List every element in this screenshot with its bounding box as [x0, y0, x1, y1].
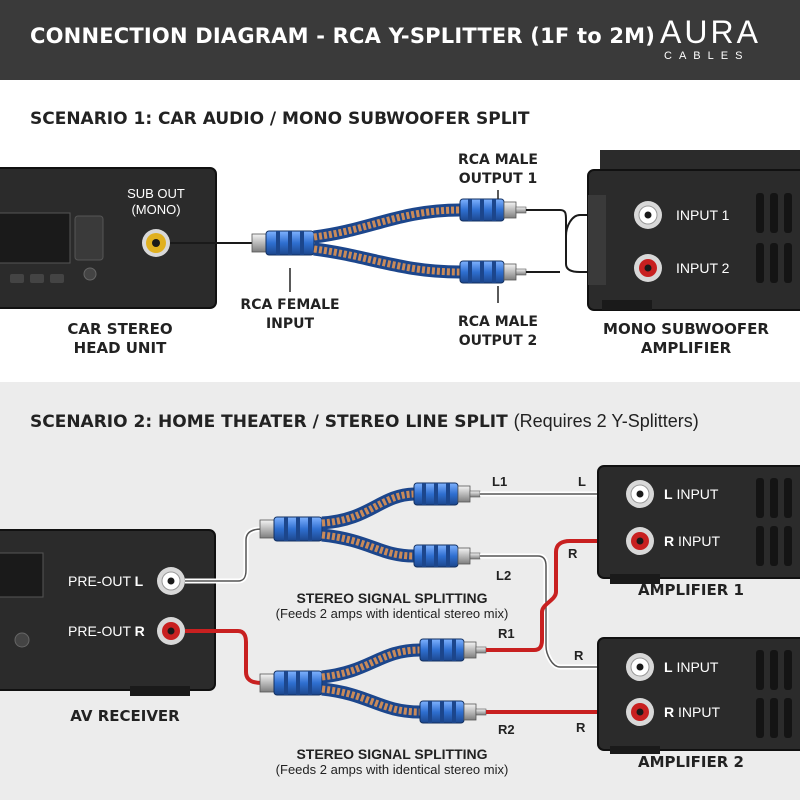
brand-logo-sub: CABLES	[664, 50, 750, 62]
split-bottom-caption-line2: (Feeds 2 amps with identical stereo mix)	[275, 762, 509, 777]
right-feed-wire	[185, 629, 263, 685]
scenario1-title: SCENARIO 1: CAR AUDIO / MONO SUBWOOFER S…	[30, 109, 530, 129]
amp1-l-text: INPUT	[676, 486, 719, 502]
pre-out-r-jack[interactable]	[157, 617, 185, 645]
amp-input2-label: INPUT 2	[676, 260, 730, 276]
head-unit-label-line2: HEAD UNIT	[73, 339, 167, 357]
amplifier-2	[597, 637, 800, 754]
head-unit-label-line1: CAR STEREO	[67, 320, 173, 338]
wire-label-r-mid: R	[574, 648, 584, 663]
rca-female-label-line2: INPUT	[265, 316, 315, 332]
amp-input2-jack[interactable]	[634, 254, 662, 282]
scenario2-title: SCENARIO 2: HOME THEATER / STEREO LINE S…	[30, 411, 699, 432]
scenario2-title-note: (Requires 2 Y-Splitters)	[513, 411, 699, 431]
y-splitter-right	[259, 638, 487, 724]
wire-label-r-amp2: R	[576, 720, 586, 735]
rca-male-1-label-line1: RCA MALE	[457, 152, 538, 168]
amp2-r-text: INPUT	[678, 704, 721, 720]
r1-wire	[486, 539, 640, 652]
output-r2-label: R2	[498, 722, 515, 737]
rca-male-1-label: RCA MALE OUTPUT 1	[438, 151, 558, 189]
left-feed-wire	[185, 528, 263, 582]
rca-male-2-label-line1: RCA MALE	[457, 314, 538, 330]
amp-input1-jack[interactable]	[634, 201, 662, 229]
amp2-l-text: INPUT	[676, 659, 719, 675]
mono-sub-amp-label-line1: MONO SUBWOOFER	[603, 320, 769, 338]
output-r1-label: R1	[498, 626, 515, 641]
mono-sub-amp-label-line2: AMPLIFIER	[640, 339, 732, 357]
rca-female-plug	[251, 230, 315, 256]
wire-label-l: L	[578, 474, 586, 489]
head-unit	[0, 167, 217, 309]
header-bar	[0, 0, 800, 80]
amplifier-2-label: AMPLIFIER 2	[638, 753, 744, 771]
amp2-r-input-label: R INPUT	[664, 704, 720, 720]
pre-out-r-label: PRE-OUT R	[68, 623, 145, 639]
rca-male-plug-2	[459, 260, 527, 284]
wire-label-r-amp1: R	[568, 546, 578, 561]
split-bottom-caption-line1: STEREO SIGNAL SPLITTING	[296, 746, 488, 762]
amp1-r-text: INPUT	[678, 533, 721, 549]
scenario2-title-text: SCENARIO 2: HOME THEATER / STEREO LINE S…	[30, 412, 508, 432]
amp2-r-channel: R	[664, 704, 675, 720]
split-top-caption: STEREO SIGNAL SPLITTING (Feeds 2 amps wi…	[252, 590, 532, 622]
sub-out-label-line1: SUB OUT	[127, 186, 185, 201]
av-receiver	[0, 529, 216, 696]
pre-out-r-channel: R	[134, 623, 145, 639]
output1-wire	[526, 209, 640, 273]
split-bottom-caption: STEREO SIGNAL SPLITTING (Feeds 2 amps wi…	[252, 746, 532, 778]
y-splitter-1	[251, 198, 527, 284]
head-unit-label: CAR STEREO HEAD UNIT	[40, 320, 200, 358]
mono-sub-amplifier	[587, 150, 800, 311]
pre-out-l-channel: L	[134, 573, 144, 589]
split-top-caption-line2: (Feeds 2 amps with identical stereo mix)	[275, 606, 509, 621]
rca-female-label-line1: RCA FEMALE	[240, 297, 340, 313]
amp2-r-input-jack[interactable]	[626, 698, 654, 726]
output-l2-label: L2	[496, 568, 512, 583]
amp2-l-input-jack[interactable]	[626, 653, 654, 681]
amplifier-1-label: AMPLIFIER 1	[638, 581, 744, 599]
av-receiver-label: AV RECEIVER	[70, 707, 180, 725]
pre-out-l-text: PRE-OUT	[68, 573, 131, 589]
amplifier-1	[597, 465, 800, 584]
amp1-l-input-jack[interactable]	[626, 480, 654, 508]
output-l1-label: L1	[492, 474, 508, 489]
pre-out-l-jack[interactable]	[157, 567, 185, 595]
page-title: CONNECTION DIAGRAM - RCA Y-SPLITTER (1F …	[30, 24, 656, 48]
brand-logo: AURA	[660, 14, 761, 50]
amp1-r-input-label: R INPUT	[664, 533, 720, 549]
amp2-l-input-label: L INPUT	[664, 659, 718, 675]
amp1-l-channel: L	[664, 486, 673, 502]
rca-male-1-label-line2: OUTPUT 1	[458, 171, 538, 187]
y-splitter-left	[259, 482, 481, 568]
mono-sub-amp-label: MONO SUBWOOFER AMPLIFIER	[596, 320, 776, 358]
amp1-r-channel: R	[664, 533, 675, 549]
amp2-l-channel: L	[664, 659, 673, 675]
split-top-caption-line1: STEREO SIGNAL SPLITTING	[296, 590, 488, 606]
rca-male-2-label-line2: OUTPUT 2	[458, 333, 538, 349]
rca-male-plug-1	[459, 198, 527, 222]
sub-out-jack[interactable]	[142, 229, 170, 257]
amp1-r-input-jack[interactable]	[626, 527, 654, 555]
pre-out-l-label: PRE-OUT L	[68, 573, 143, 589]
amp-input1-label: INPUT 1	[676, 207, 730, 223]
sub-out-label-line2: (MONO)	[131, 202, 181, 217]
pre-out-r-text: PRE-OUT	[68, 623, 131, 639]
rca-female-label: RCA FEMALE INPUT	[225, 296, 355, 334]
sub-out-label: SUB OUT (MONO)	[112, 186, 200, 218]
rca-male-2-label: RCA MALE OUTPUT 2	[438, 313, 558, 351]
amp1-l-input-label: L INPUT	[664, 486, 718, 502]
